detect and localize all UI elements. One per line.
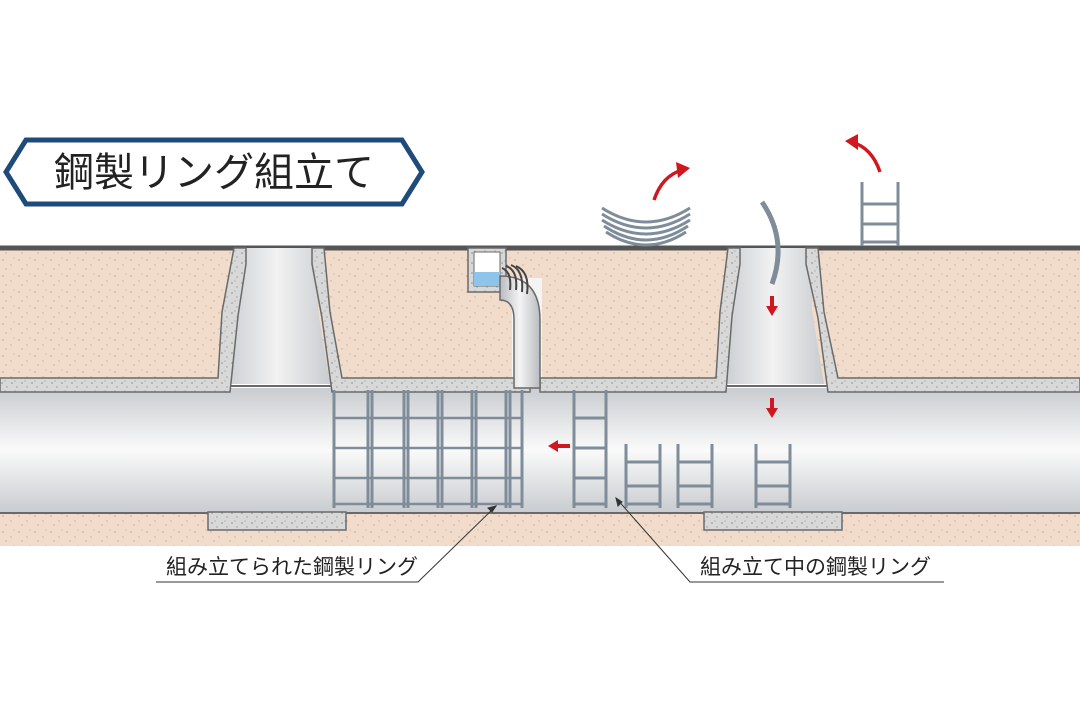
assembling-ring-label: 組み立て中の鋼製リング xyxy=(700,555,931,579)
arrow-left xyxy=(548,440,570,452)
arrow-curved-up-right xyxy=(652,162,690,201)
arrow-curved-up-left xyxy=(845,134,882,173)
surface-ring-frame xyxy=(860,182,900,246)
lowered-ring-segment xyxy=(759,200,781,285)
assembled-rings-label: 組み立てられた鋼製リング xyxy=(166,555,418,579)
ring-segments-in-pipe xyxy=(624,444,792,508)
assembled-steel-rings xyxy=(332,390,524,508)
leader-lines xyxy=(156,496,944,583)
movement-arrows xyxy=(548,134,882,452)
diagram-title: 鋼製リング組立て xyxy=(54,150,374,196)
ring-in-assembly xyxy=(572,390,608,508)
inlet-box xyxy=(473,251,541,389)
arrow-down-2 xyxy=(766,398,778,418)
stacked-ring-segments xyxy=(601,206,691,247)
sewer-pipe xyxy=(0,385,1080,514)
title-badge: 鋼製リング組立て xyxy=(3,137,425,207)
arrow-down-1 xyxy=(766,296,778,316)
